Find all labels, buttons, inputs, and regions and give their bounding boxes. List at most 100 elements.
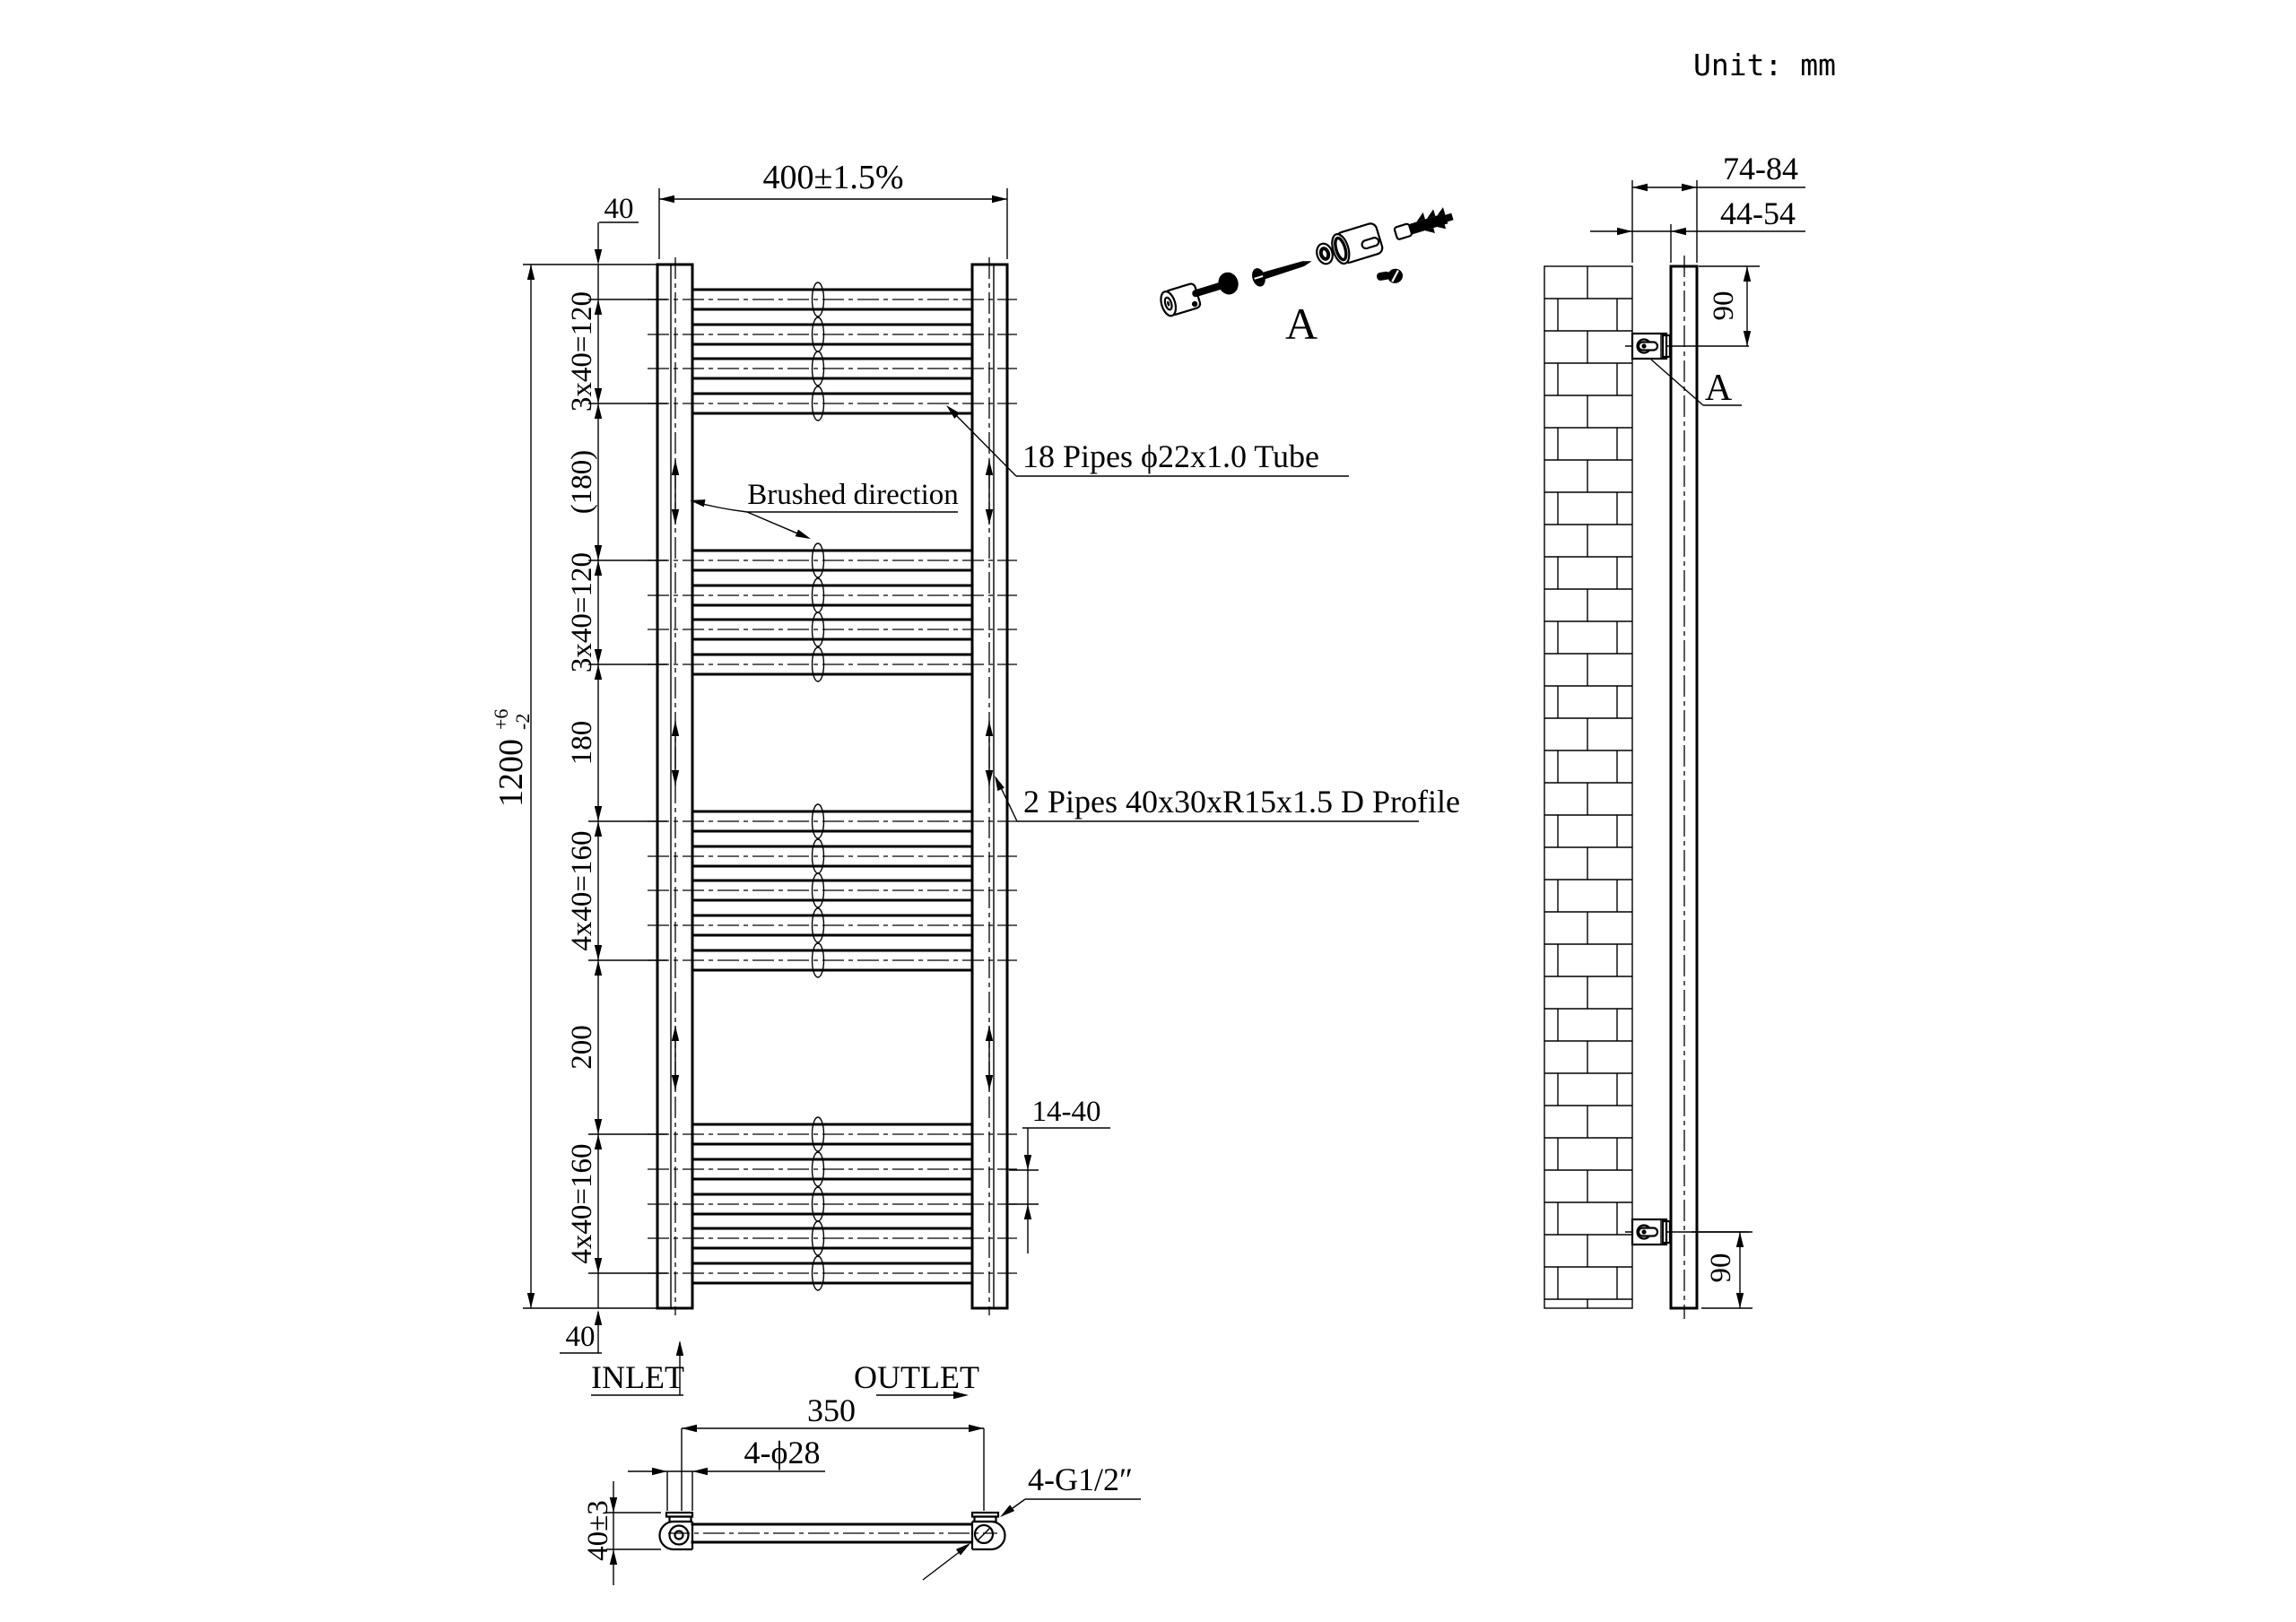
- line-shape: [1391, 270, 1399, 282]
- bracket-top-offset-dim: 90: [1708, 291, 1740, 321]
- rect-shape: [1361, 237, 1380, 250]
- arrowhead: [594, 821, 603, 837]
- brush-mark-ellipse: [811, 1151, 825, 1187]
- brush-mark-ellipse: [811, 942, 825, 978]
- rect-shape: [1445, 213, 1454, 222]
- rect-shape: [973, 1515, 997, 1523]
- ellipse-shape: [1318, 247, 1331, 261]
- arrowhead: [682, 1424, 697, 1433]
- grub-screw: [1377, 268, 1404, 283]
- arrowhead: [1735, 1232, 1744, 1247]
- outlet-label: OUTLET: [854, 1359, 979, 1395]
- rect-shape: [1393, 222, 1413, 240]
- front-view: 400±1.5% 40 1200 +6 -2 3x40=120(180)3x40…: [490, 159, 1460, 1396]
- chain-dim-label: 4x40=160: [566, 1143, 598, 1263]
- brush-mark-ellipse: [811, 872, 825, 908]
- arrowhead: [609, 1549, 618, 1565]
- arrowhead: [1743, 266, 1752, 282]
- arrowhead: [594, 945, 603, 960]
- bracket-bottom-offset-dim: 90: [1705, 1253, 1737, 1283]
- text-shape: 1200: [492, 739, 530, 807]
- wall-outline: [1544, 265, 1633, 1309]
- arrowhead: [1632, 183, 1648, 192]
- fixing-kit-exploded-view: A: [1160, 207, 1454, 349]
- arrowhead: [1023, 1155, 1032, 1170]
- profile-note: 2 Pipes 40x30xR15x1.5 D Profile: [1023, 784, 1460, 820]
- brush-mark-ellipse: [811, 542, 825, 578]
- arrowhead: [594, 403, 603, 419]
- tube-width-bottom-dim: 40: [566, 1321, 596, 1353]
- arrowhead: [671, 721, 680, 736]
- arrowhead: [985, 1026, 994, 1041]
- arrowhead: [675, 1340, 684, 1356]
- arrowhead: [594, 249, 603, 265]
- rect-shape: [1408, 213, 1448, 235]
- line-shape: [977, 1527, 991, 1541]
- arrowhead: [692, 1467, 708, 1476]
- overall-height-dim: 1200 +6 -2: [490, 709, 534, 807]
- chain-dim-label: 200: [566, 1025, 598, 1070]
- arrowhead: [526, 1293, 535, 1308]
- brush-mark-ellipse: [811, 282, 825, 317]
- holes-dim: 4-ϕ28: [744, 1435, 821, 1470]
- polygon-shape: [1437, 224, 1447, 230]
- text-shape: +6: [490, 709, 512, 730]
- arrowhead: [1671, 227, 1686, 236]
- arrowhead: [985, 721, 994, 736]
- brush-mark-ellipse: [811, 1116, 825, 1152]
- ellipse-shape: [1218, 272, 1239, 295]
- chain-dim-label: (180): [566, 450, 598, 514]
- circle-shape: [973, 1523, 995, 1545]
- hole-pitch-dim: 350: [807, 1392, 856, 1428]
- line-shape: [948, 407, 1017, 477]
- text-shape: -2: [511, 714, 534, 730]
- brush-mark-ellipse: [811, 612, 825, 647]
- fixing-bolt: [1192, 272, 1239, 298]
- chain-dimensions: 3x40=120(180)3x40=1201804x40=1602004x40=…: [566, 265, 667, 1308]
- arrowhead: [609, 1497, 618, 1513]
- polygon-shape: [1426, 209, 1436, 219]
- arrowhead: [652, 1467, 667, 1476]
- arrowhead: [594, 664, 603, 680]
- arrowhead: [594, 545, 603, 560]
- washer: [1316, 242, 1334, 265]
- circle-shape: [674, 1530, 684, 1540]
- brick-wall: [1544, 266, 1632, 1308]
- depth-dim: 74-84: [1723, 151, 1798, 186]
- arrowhead: [594, 649, 603, 664]
- polygon-shape: [1424, 228, 1435, 233]
- brush-mark-ellipse: [811, 803, 825, 839]
- top-wall-bracket: [1631, 332, 1672, 360]
- arrowhead: [985, 460, 994, 475]
- brush-direction-arrows: [671, 460, 994, 1090]
- fitting-depth-dim: 40±3: [582, 1500, 614, 1561]
- rect-shape: [1377, 271, 1391, 281]
- cross-tubes: [648, 282, 1017, 1291]
- chain-dim-label: 180: [566, 721, 598, 766]
- arrowhead: [985, 509, 994, 525]
- arrowhead: [1682, 183, 1697, 192]
- inlet-label: INLET: [591, 1359, 684, 1395]
- arrowhead: [594, 1310, 603, 1325]
- overall-width-dim: 400±1.5%: [762, 159, 903, 196]
- bracket-gap-dim: 44-54: [1720, 195, 1796, 231]
- arrowhead: [690, 499, 706, 507]
- arrowhead: [946, 405, 961, 419]
- ellipse-shape: [1334, 236, 1348, 262]
- arrowhead: [985, 1075, 994, 1090]
- arrowhead: [594, 1258, 603, 1273]
- arrowhead: [1617, 227, 1632, 236]
- long-screw: [1252, 261, 1312, 287]
- arrowhead: [594, 388, 603, 403]
- arrowhead: [1735, 1293, 1744, 1308]
- dimension-arrowheads: [526, 183, 1752, 1565]
- arrowhead: [594, 1119, 603, 1134]
- arrowhead: [992, 195, 1007, 204]
- arrowhead: [671, 460, 680, 475]
- pipes-note: 18 Pipes ϕ22x1.0 Tube: [1022, 438, 1319, 474]
- brush-mark-ellipse: [811, 1255, 825, 1291]
- arrowhead: [995, 776, 1004, 792]
- bottom-view: 350 4-ϕ28 40±3 4-G1/2″: [582, 1392, 1141, 1585]
- arrowhead: [985, 770, 994, 785]
